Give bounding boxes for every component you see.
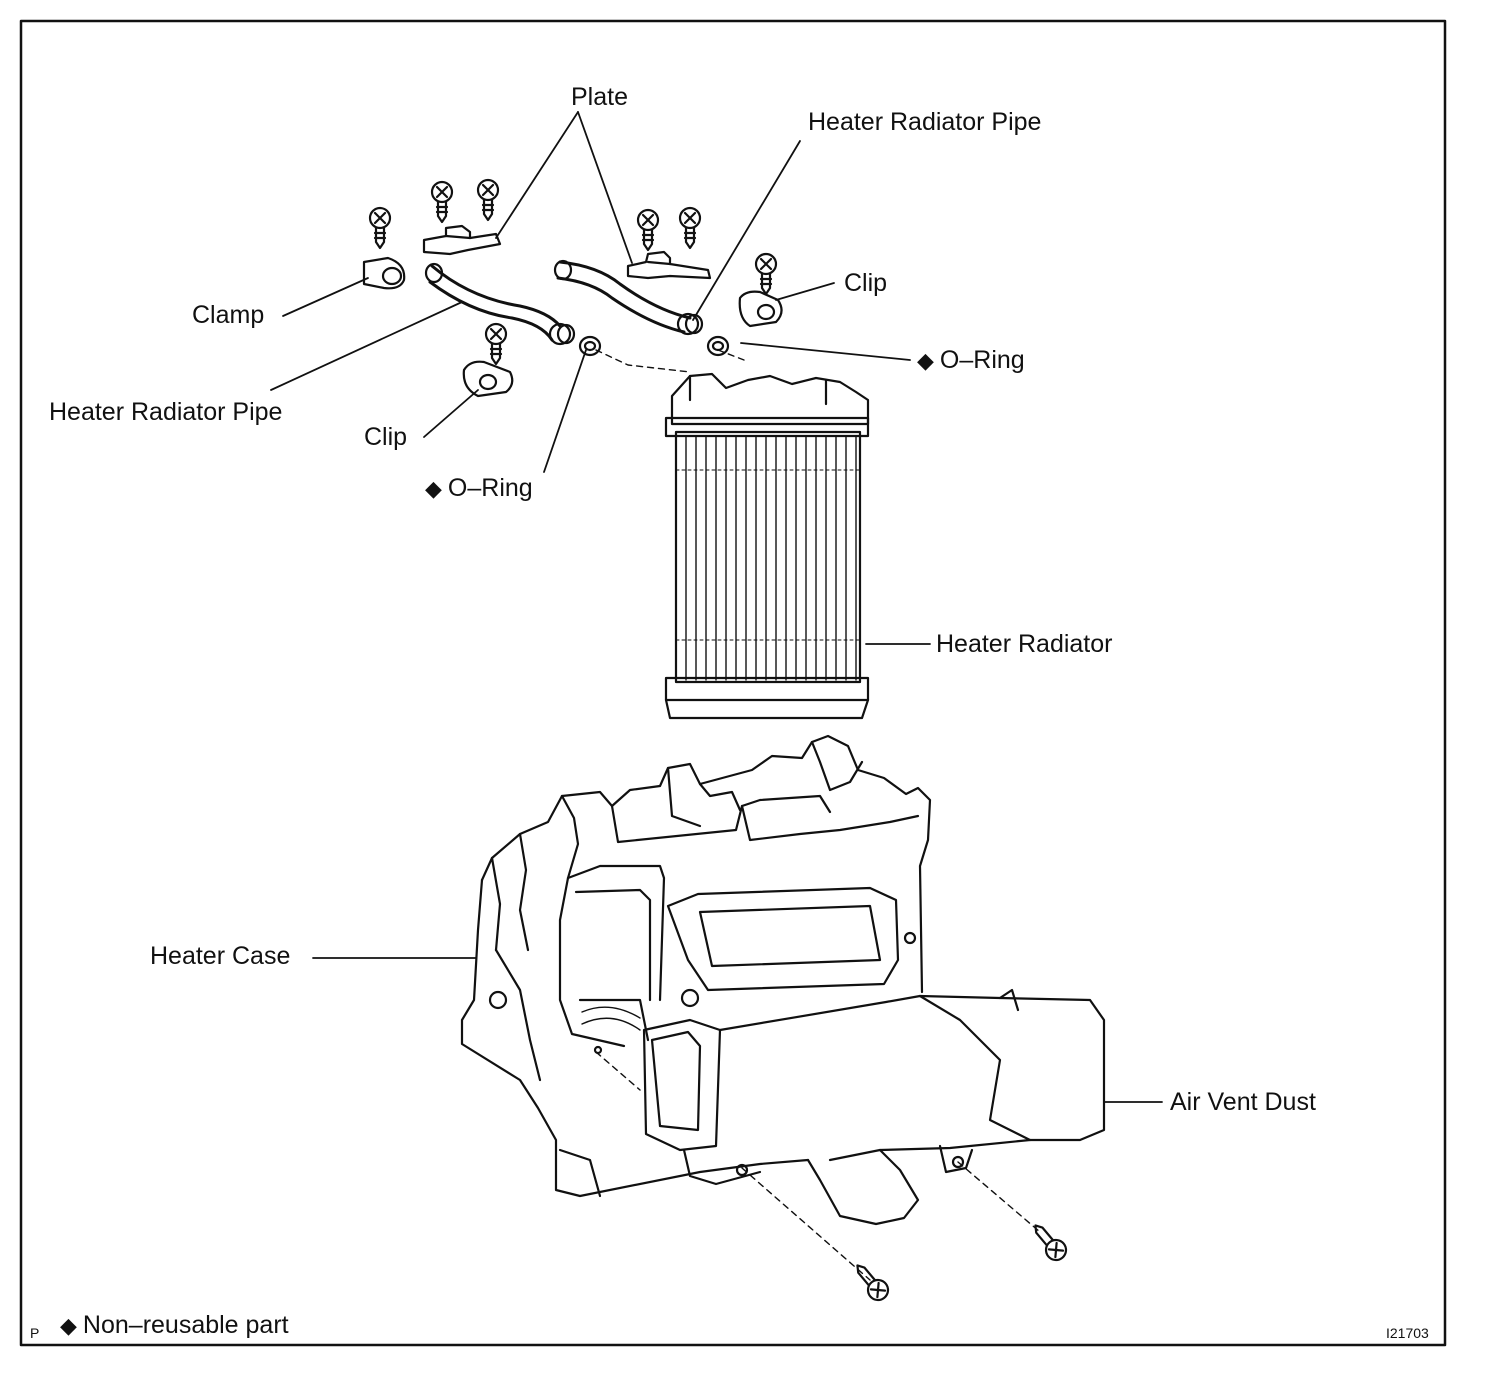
screw-icon: [754, 252, 778, 296]
non-reusable-diamond-icon: ◆: [425, 476, 442, 501]
heater-radiator-pipe-right-icon: [553, 259, 704, 336]
heater-radiator-pipe-upper-label: Heater Radiator Pipe: [808, 108, 1042, 136]
clip-left-icon: [462, 360, 514, 398]
heater-case-label: Heater Case: [150, 942, 291, 970]
screw-icons: [368, 178, 778, 366]
plate-right-icon: [626, 250, 712, 280]
plate-label: Plate: [571, 83, 628, 111]
clip-right-icon: [738, 290, 783, 328]
non-reusable-diamond-icon: ◆: [60, 1313, 77, 1338]
clamp-icon: [362, 256, 406, 290]
heater-radiator-label: Heater Radiator: [936, 630, 1113, 658]
air-vent-duct-icon: [642, 886, 1106, 1226]
clamp-label: Clamp: [192, 301, 265, 329]
o-ring-left-icon: [578, 335, 602, 357]
screw-icon: [856, 1264, 890, 1302]
screw-icon: [368, 206, 392, 250]
plate-left-icon: [422, 224, 502, 256]
diagram-frame: [19, 19, 1447, 1347]
leader-lines: [270, 111, 1163, 1103]
screw-icon: [1034, 1224, 1068, 1262]
heater-case-icon: [460, 734, 932, 1198]
heater-radiator-pipe-left-label: Heater Radiator Pipe: [49, 398, 283, 426]
page-marker: P: [30, 1325, 40, 1341]
air-vent-duct-label: Air Vent Dust: [1170, 1088, 1316, 1116]
o-ring-left-label: ◆O–Ring: [425, 474, 533, 502]
assembly-lines: [595, 349, 1041, 1281]
o-ring-right-label: ◆O–Ring: [917, 346, 1025, 374]
screw-icon: [484, 322, 508, 366]
screw-icon: [636, 208, 660, 252]
heater-radiator-icon: [664, 372, 870, 720]
o-ring-right-icon: [706, 335, 730, 357]
screw-icon: [678, 206, 702, 250]
screw-icon: [430, 180, 454, 224]
clip-right-label: Clip: [844, 269, 888, 297]
legend-non-reusable: ◆Non–reusable part: [60, 1311, 289, 1339]
non-reusable-diamond-icon: ◆: [917, 348, 934, 373]
clip-left-label: Clip: [364, 423, 408, 451]
heater-radiator-pipe-left-icon: [424, 262, 576, 346]
figure-id: I21703: [1386, 1325, 1429, 1341]
screw-icon: [476, 178, 500, 222]
